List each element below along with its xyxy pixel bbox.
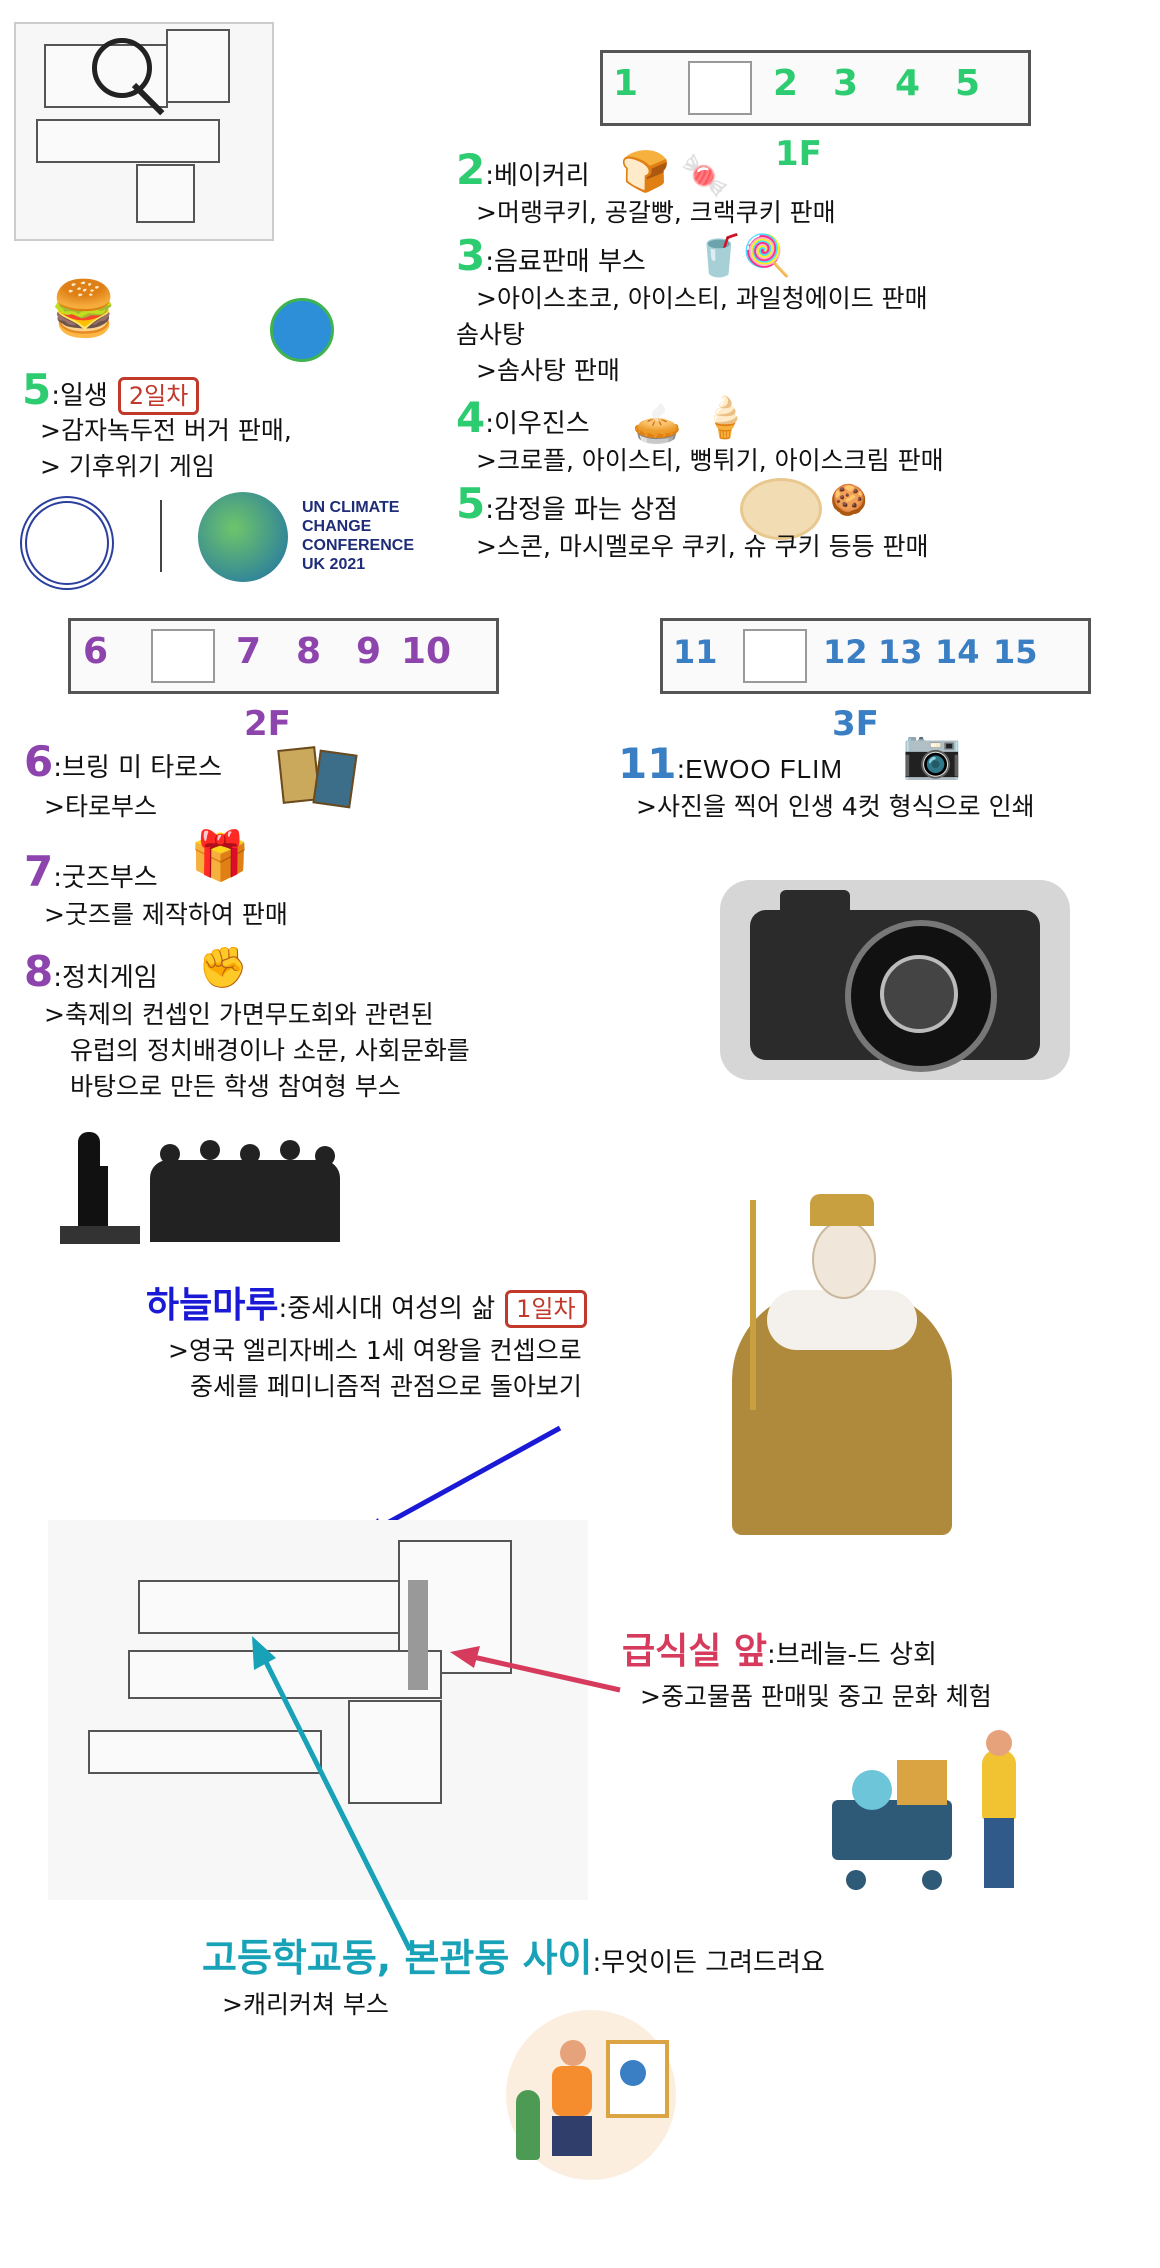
booth-5b-desc2: > 기후위기 게임 — [40, 452, 215, 481]
pink-arrow — [450, 1646, 621, 1693]
room-14: 14 — [935, 633, 980, 671]
campus-map-bottom — [48, 1520, 588, 1900]
room-12: 12 — [823, 633, 868, 671]
magnifier-icon — [92, 38, 152, 98]
room-9: 9 — [356, 631, 382, 672]
day-badge: 1일차 — [505, 1290, 587, 1328]
booth-7-title: 7:굿즈부스 — [24, 847, 158, 896]
booth-3-desc2: >솜사탕 판매 — [476, 356, 620, 385]
booth-11-title: 11:EWOO FLIM — [618, 739, 843, 788]
floor-label-2f: 2F — [244, 704, 291, 744]
booth-3-desc: >아이스초코, 아이스티, 과일청에이드 판매 — [476, 284, 928, 313]
room-8: 8 — [296, 631, 322, 672]
floor-plan-1f: 1 2 3 4 5 — [600, 50, 1031, 126]
floor-label-3f: 3F — [832, 704, 879, 744]
room-7: 7 — [236, 631, 262, 672]
booth-5-desc: >스콘, 마시멜로우 쿠키, 슈 쿠키 등등 판매 — [476, 532, 929, 561]
room-11: 11 — [673, 633, 718, 671]
pie-icon: 🥧 — [632, 401, 682, 447]
booth-4-title: 4:이우진스 — [456, 393, 590, 442]
booth-5b-desc: >감자녹두전 버거 판매, — [40, 416, 292, 445]
un-logo-icon — [20, 496, 114, 590]
booth-3-extra: 솜사탕 — [456, 320, 526, 349]
haneul-desc2: 중세를 페미니즘적 관점으로 돌아보기 — [190, 1372, 582, 1401]
booth-7-desc: >굿즈를 제작하여 판매 — [44, 900, 288, 929]
day-badge: 2일차 — [117, 377, 200, 415]
booth-2-desc: >머랭쿠키, 공갈빵, 크랙쿠키 판매 — [476, 198, 836, 227]
drink-icon: 🥤 — [694, 233, 744, 279]
booth-6-desc: >타로부스 — [44, 792, 157, 821]
booth-8-title: 8:정치게임 — [24, 947, 158, 996]
haneul-desc: >영국 엘리자베스 1세 여왕을 컨셉으로 — [168, 1336, 582, 1365]
burger-icon: 🍔 — [50, 277, 118, 340]
melting-earth-icon — [270, 298, 334, 362]
booth-4-desc: >크로플, 아이스티, 뻥튀기, 아이스크림 판매 — [476, 446, 944, 475]
scone-icon — [740, 478, 822, 540]
between-title: 고등학교동, 본관동 사이:무엇이든 그려드려요 — [202, 1936, 825, 1980]
crowd-silhouette-icon — [60, 1126, 350, 1246]
cafeteria-desc: >중고물품 판매및 중고 문화 체험 — [640, 1682, 992, 1711]
cookie-icon: 🍪 — [830, 483, 868, 518]
gift-box-icon: 🎁 — [190, 828, 250, 884]
room-4: 4 — [895, 63, 921, 104]
floor-plan-3f: 11 12 13 14 15 — [660, 618, 1091, 694]
teal-arrow — [252, 1636, 413, 1952]
floor-plan-2f: 6 7 8 9 10 — [68, 618, 499, 694]
booth-11-desc: >사진을 찍어 인생 4컷 형식으로 인쇄 — [636, 792, 1035, 821]
bread-icon: 🍞 — [620, 149, 670, 195]
floor-label-1f: 1F — [775, 134, 822, 174]
room-5: 5 — [955, 63, 981, 104]
booth-2-title: 2:베이커리 — [456, 145, 590, 194]
room-1: 1 — [613, 63, 639, 104]
booth-8-desc2: 유럽의 정치배경이나 소문, 사회문화를 — [70, 1036, 470, 1065]
booth-6-title: 6:브링 미 타로스 — [24, 737, 223, 786]
camera-icon: 📷 — [902, 726, 962, 782]
earth-icon — [198, 492, 288, 582]
queen-portrait-icon — [712, 1180, 972, 1535]
cafeteria-title: 급식실 앞:브레늘-드 상회 — [622, 1631, 937, 1672]
booth-5-title: 5:감정을 파는 상점 — [456, 479, 678, 528]
room-15: 15 — [993, 633, 1038, 671]
room-2: 2 — [773, 63, 799, 104]
shopping-cart-icon — [812, 1730, 1042, 1900]
room-13: 13 — [878, 633, 923, 671]
booth-3-title: 3:음료판매 부스 — [456, 231, 646, 280]
popsicle-icon: 🍦 — [700, 395, 750, 441]
booth-8-desc: >축제의 컨셉인 가면무도회와 관련된 — [44, 1000, 434, 1029]
painter-icon — [496, 2010, 686, 2190]
fist-icon: ✊ — [198, 945, 248, 991]
room-6: 6 — [83, 631, 109, 672]
campus-map-top — [14, 22, 274, 241]
cookie-icon: 🍬 — [680, 153, 730, 199]
between-desc: >캐리커쳐 부스 — [222, 1990, 389, 2019]
cotton-candy-icon: 🍭 — [742, 233, 792, 279]
room-3: 3 — [833, 63, 859, 104]
booth-8-desc3: 바탕으로 만든 학생 참여형 부스 — [70, 1072, 401, 1101]
camera-illustration — [720, 860, 1070, 1090]
room-10: 10 — [401, 631, 452, 672]
